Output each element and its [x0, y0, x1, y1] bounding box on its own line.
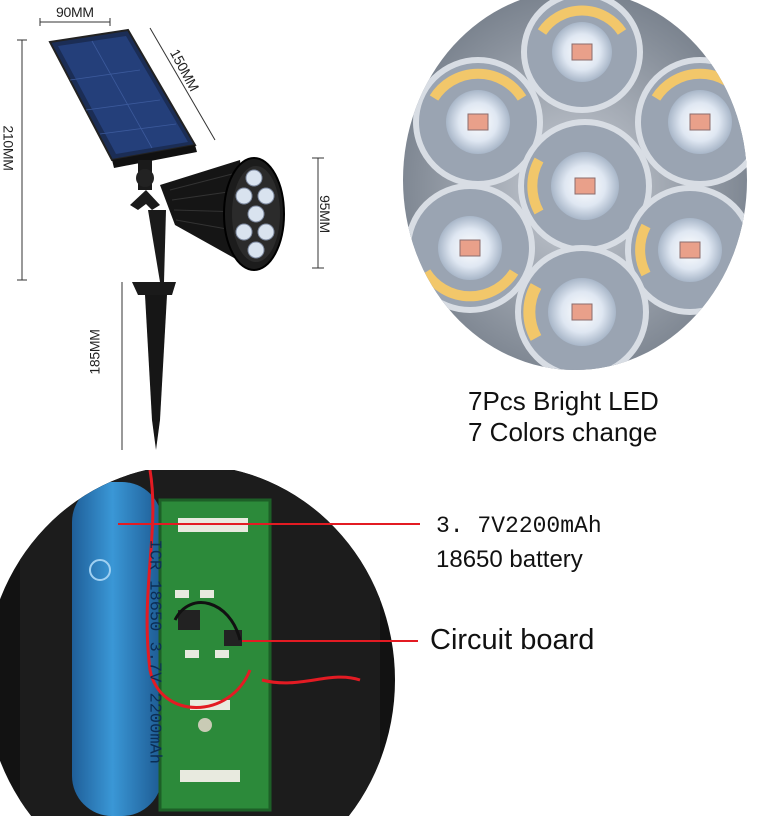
dimension-lines [17, 18, 324, 450]
circuit-label: Circuit board [430, 624, 595, 656]
battery-printed-text: ICR 18650 3.7V 2200mAh [144, 539, 164, 764]
battery-label: 3. 7V2200mAh 18650 battery [436, 510, 602, 576]
led-array-image [403, 0, 747, 370]
led-caption: 7Pcs Bright LED 7 Colors change [468, 386, 659, 448]
solar-panel [48, 28, 197, 168]
led-cups [405, 0, 747, 370]
internal-components-image [0, 469, 395, 816]
battery-circuit-photo: ICR 18650 3.7V 2200mAh [0, 469, 420, 816]
light-head [160, 157, 285, 271]
dimension-head-height-label: 95MM [316, 195, 333, 233]
battery-label-line1: 3. 7V2200mAh [436, 513, 602, 539]
led-caption-line2: 7 Colors change [468, 417, 658, 447]
battery-label-line2: 18650 battery [436, 546, 583, 573]
battery-cell [72, 482, 162, 816]
dimension-total-height-label: 210MM [0, 125, 17, 171]
solar-spotlight-illustration [17, 18, 324, 450]
led-closeup-photo [400, 0, 750, 375]
mini-led-array [235, 169, 275, 259]
led-caption-line1: 7Pcs Bright LED [468, 386, 659, 416]
product-diagram: 90MM 150MM 210MM 95MM 185MM [0, 0, 340, 460]
dimension-stake-length-label: 185MM [86, 329, 103, 375]
ground-stake [145, 295, 167, 450]
dimension-width-label: 90MM [56, 4, 94, 20]
